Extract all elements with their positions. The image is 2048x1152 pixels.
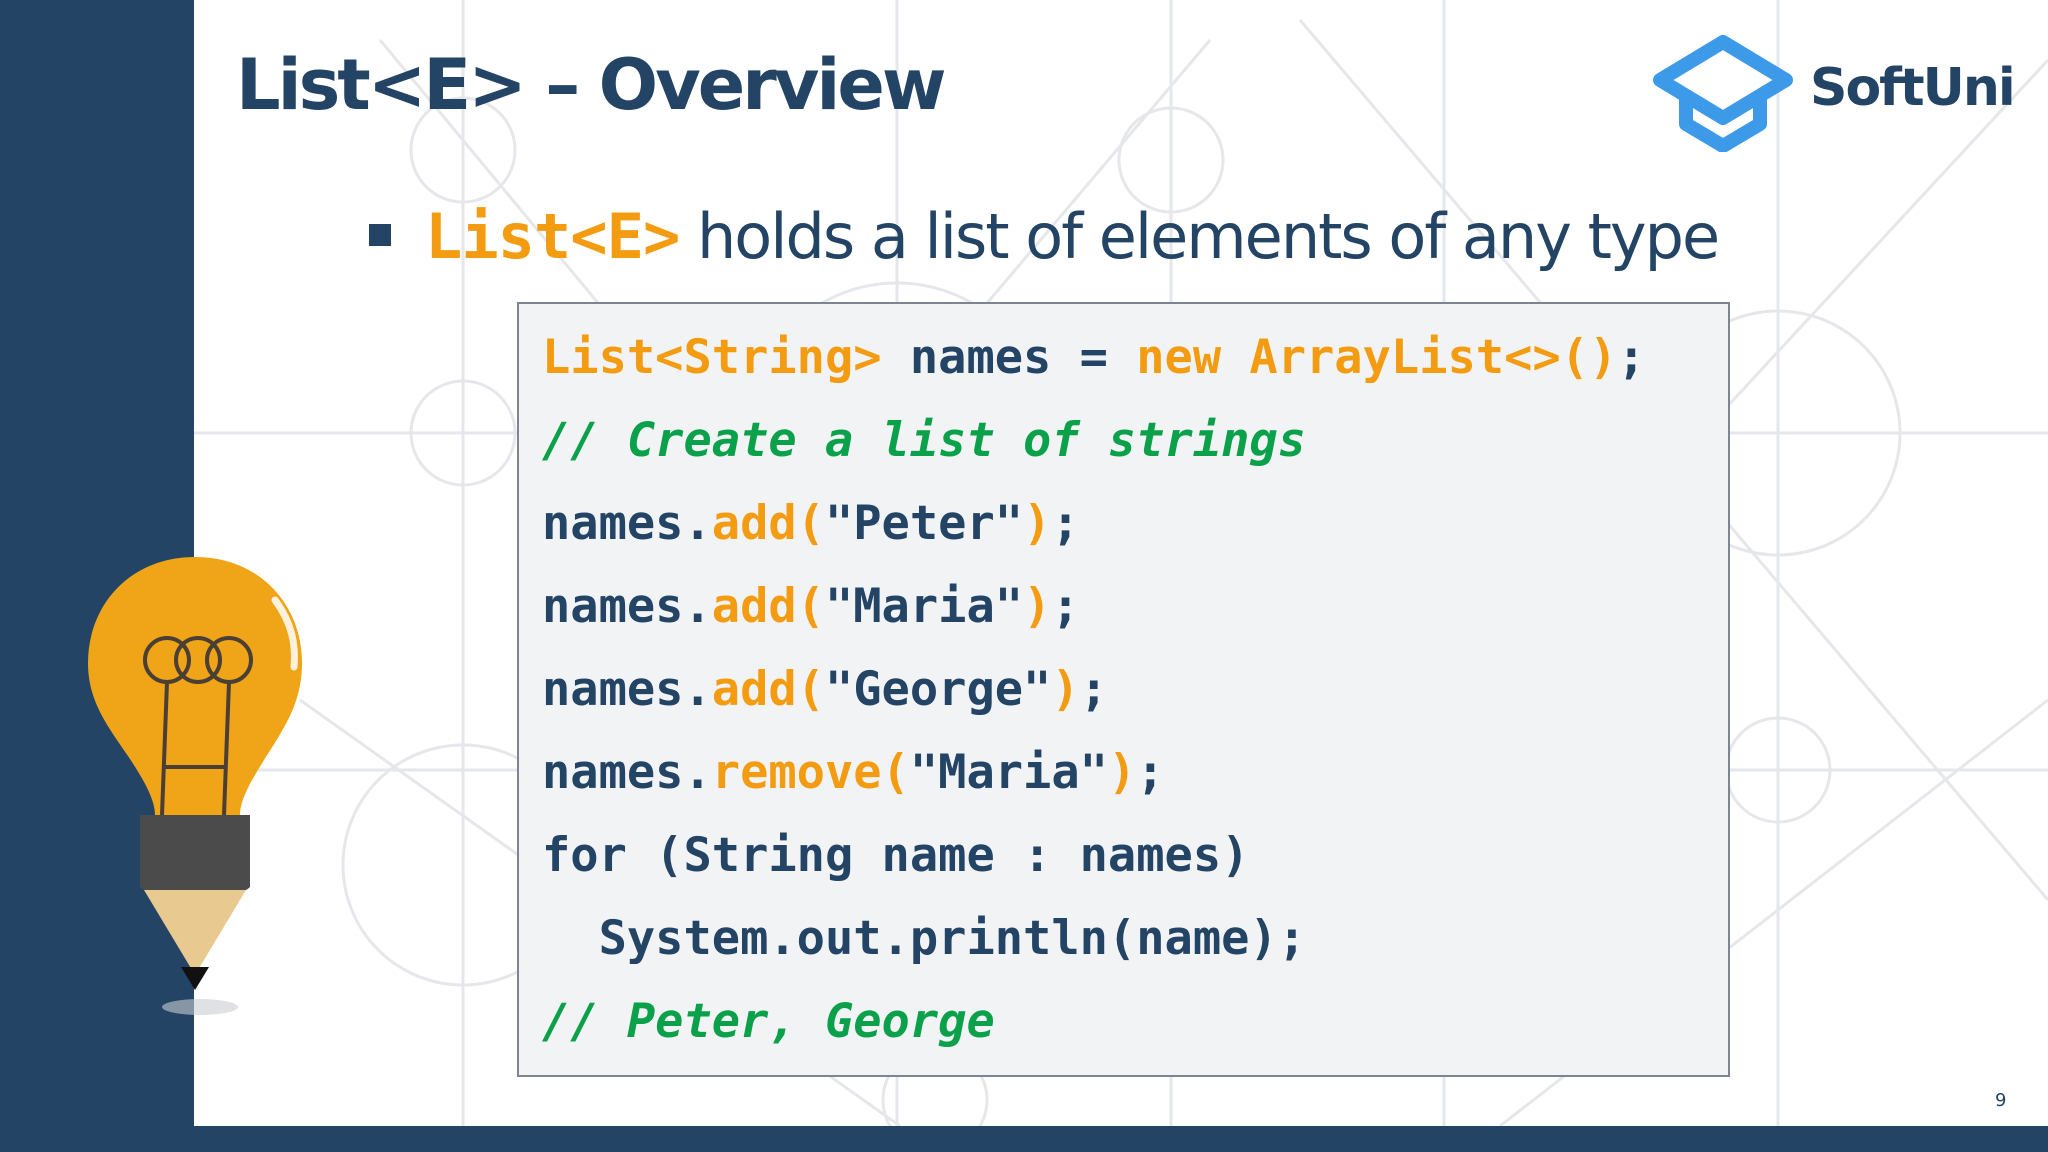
code-line-5: names.add("George"); xyxy=(542,660,1108,720)
code-token xyxy=(1221,330,1249,385)
code-token: remove( xyxy=(711,745,910,800)
bullet-marker xyxy=(369,224,391,246)
code-token: "Peter" xyxy=(824,496,1024,551)
code-line-7: for (String name : names) xyxy=(542,828,1250,883)
code-block: List<String> names = new ArrayList<>(); … xyxy=(517,302,1730,1077)
bullet-description: holds a list of elements of any type xyxy=(679,200,1720,273)
code-token: ArrayList<>() xyxy=(1249,330,1618,385)
code-token: "Maria" xyxy=(824,579,1024,634)
code-token: ) xyxy=(1051,662,1080,717)
code-token: add( xyxy=(711,579,825,634)
code-token: names. xyxy=(542,662,712,717)
code-line-1: List<String> names = new ArrayList<>(); xyxy=(542,328,1646,388)
code-token: ; xyxy=(1079,662,1108,717)
bullet-code-term: List<E> xyxy=(425,200,680,273)
code-line-9: // Peter, George xyxy=(542,994,995,1049)
code-token: ; xyxy=(1051,579,1080,634)
softuni-logo: SoftUni xyxy=(1648,34,2018,152)
code-token: List<String> xyxy=(542,330,882,385)
code-line-2: // Create a list of strings xyxy=(542,413,1307,468)
lightbulb-pencil-icon xyxy=(88,557,302,1015)
slide-number: 9 xyxy=(1995,1090,2007,1111)
code-token: new xyxy=(1136,330,1222,385)
code-token: ; xyxy=(1617,330,1646,385)
code-token: add( xyxy=(711,496,825,551)
code-line-8: System.out.println(name); xyxy=(542,911,1307,966)
bottom-accent-bar xyxy=(0,1126,2048,1152)
code-token: ; xyxy=(1136,745,1165,800)
code-token: ) xyxy=(1023,496,1052,551)
bullet-text: List<E> holds a list of elements of any … xyxy=(425,200,1720,273)
logo-text: SoftUni xyxy=(1810,58,2016,118)
code-line-3: names.add("Peter"); xyxy=(542,494,1080,554)
code-token: "Maria" xyxy=(909,745,1108,800)
code-token: "George" xyxy=(824,662,1052,717)
code-token: ; xyxy=(1051,496,1080,551)
code-token: names. xyxy=(542,579,712,634)
code-line-6: names.remove("Maria"); xyxy=(542,743,1165,803)
code-token: add( xyxy=(711,662,825,717)
code-line-4: names.add("Maria"); xyxy=(542,577,1080,637)
graduation-cap-icon xyxy=(1653,35,1793,152)
slide-title: List<E> – Overview xyxy=(236,44,946,126)
code-token: names. xyxy=(542,745,712,800)
code-token: names. xyxy=(542,496,712,551)
code-token: names = xyxy=(881,330,1137,385)
code-token: ) xyxy=(1107,745,1137,800)
code-token: ) xyxy=(1023,579,1052,634)
